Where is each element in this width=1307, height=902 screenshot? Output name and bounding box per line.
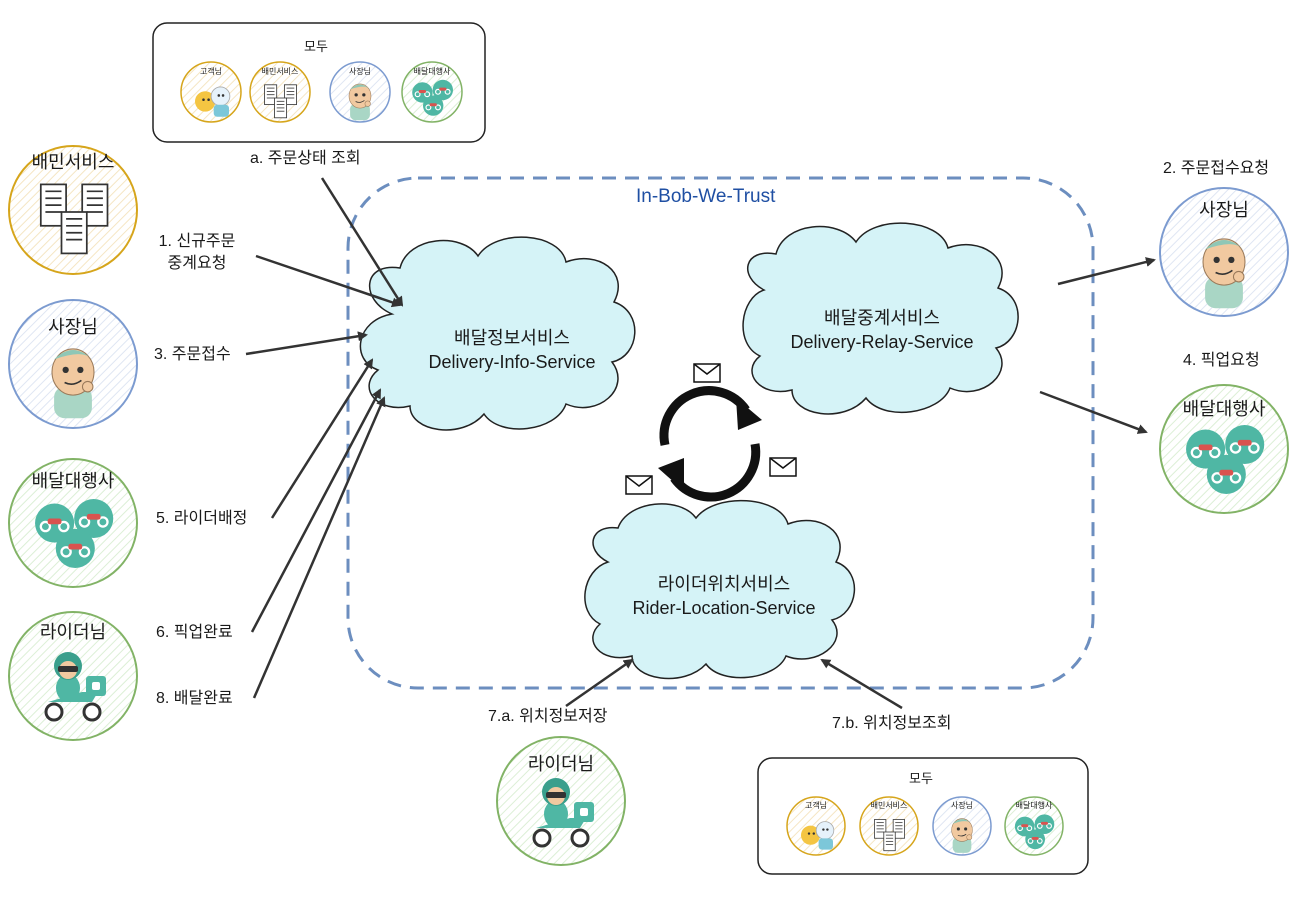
actor-owner-left: [8, 299, 138, 429]
actor-rider-left-title: 라이더님: [39, 622, 107, 642]
actor-owner-left-title: 사장님: [48, 317, 98, 337]
arrow-7a: [565, 658, 634, 708]
arrow-8: [252, 396, 386, 699]
message-envelope-icon: [625, 475, 653, 495]
cloud-delivery-relay: [742, 222, 1019, 415]
top-mini-baemin: [249, 61, 311, 123]
mini-label-customer: 고객님: [804, 801, 828, 810]
flow-label-1: 1. 신규주문 중계요청: [142, 231, 252, 275]
arrow-3: [245, 331, 368, 356]
sync-cycle-icon: [658, 386, 762, 502]
actor-rider-bottom: [496, 736, 626, 866]
service-delivery-relay-en: Delivery-Relay-Service: [790, 332, 974, 352]
trust-boundary: [346, 176, 1095, 690]
actor-rider-left: [8, 611, 138, 741]
arrow-6: [250, 388, 382, 633]
arrow-1: [255, 254, 402, 308]
mini-label-delivery: 배달대행사: [413, 67, 451, 76]
service-delivery-info-en: Delivery-Info-Service: [428, 352, 596, 372]
flow-label-a: a. 주문상태 조회: [250, 150, 361, 167]
mini-label-baemin: 배민서비스: [261, 67, 299, 76]
flow-label-5: 5. 라이더배정: [156, 510, 248, 527]
top-box-title: 모두: [304, 39, 328, 54]
top-mini-owner: [329, 61, 391, 123]
arrow-2: [1057, 257, 1156, 286]
flow-label-2: 2. 주문접수요청: [1163, 160, 1270, 177]
arrow-5: [270, 358, 374, 519]
actor-delivery-left: [8, 458, 138, 588]
actor-owner-right-title: 사장님: [1199, 200, 1249, 220]
bottom-mini-customer: [786, 796, 846, 856]
flow-label-7a: 7.a. 위치정보저장: [488, 708, 608, 725]
message-envelope-icon: [769, 457, 797, 477]
actor-delivery-left-title: 배달대행사: [31, 471, 115, 491]
bottom-box-title: 모두: [909, 771, 933, 786]
flow-label-8: 8. 배달완료: [156, 690, 233, 707]
actor-baemin: [8, 145, 138, 275]
service-rider-location-en: Rider-Location-Service: [632, 598, 816, 618]
top-mini-customer: [180, 61, 242, 123]
flow-label-3: 3. 주문접수: [154, 346, 231, 363]
actor-delivery-right-title: 배달대행사: [1182, 399, 1266, 419]
mini-label-baemin: 배민서비스: [870, 801, 908, 810]
service-delivery-relay: 배달중계서비스 Delivery-Relay-Service: [762, 306, 1002, 354]
mini-label-owner: 사장님: [950, 801, 974, 810]
service-delivery-info: 배달정보서비스 Delivery-Info-Service: [392, 326, 632, 374]
bottom-everyone-box: [757, 757, 1089, 875]
service-delivery-info-ko: 배달정보서비스: [454, 328, 570, 348]
flow-label-1-line1: 1. 신규주문: [158, 233, 236, 250]
message-envelope-icon: [693, 363, 721, 383]
trust-boundary-title: In-Bob-We-Trust: [636, 186, 776, 207]
arrow-a: [320, 177, 404, 307]
flow-label-4: 4. 픽업요청: [1183, 352, 1260, 369]
actor-owner-right: [1159, 187, 1289, 317]
actor-baemin-title: 배민서비스: [31, 152, 115, 172]
arrow-7b: [820, 658, 903, 710]
cloud-rider-location: [584, 499, 855, 680]
flow-label-7b: 7.b. 위치정보조회: [832, 715, 952, 732]
bottom-mini-owner: [932, 796, 992, 856]
flow-label-6: 6. 픽업완료: [156, 624, 233, 641]
mini-label-owner: 사장님: [348, 67, 372, 76]
bottom-mini-baemin: [859, 796, 919, 856]
mini-label-customer: 고객님: [199, 67, 223, 76]
service-rider-location: 라이더위치서비스 Rider-Location-Service: [604, 572, 844, 620]
top-everyone-box: [152, 22, 486, 143]
arrow-4: [1039, 390, 1148, 434]
flow-label-1-line2: 중계요청: [167, 255, 227, 272]
mini-label-delivery: 배달대행사: [1015, 801, 1053, 810]
bottom-mini-delivery: [1004, 796, 1064, 856]
service-delivery-relay-ko: 배달중계서비스: [824, 308, 940, 328]
cloud-delivery-info: [359, 236, 636, 431]
top-mini-delivery: [401, 61, 463, 123]
actor-rider-bottom-title: 라이더님: [527, 754, 595, 774]
service-rider-location-ko: 라이더위치서비스: [657, 574, 791, 594]
actor-delivery-right: [1159, 384, 1289, 514]
